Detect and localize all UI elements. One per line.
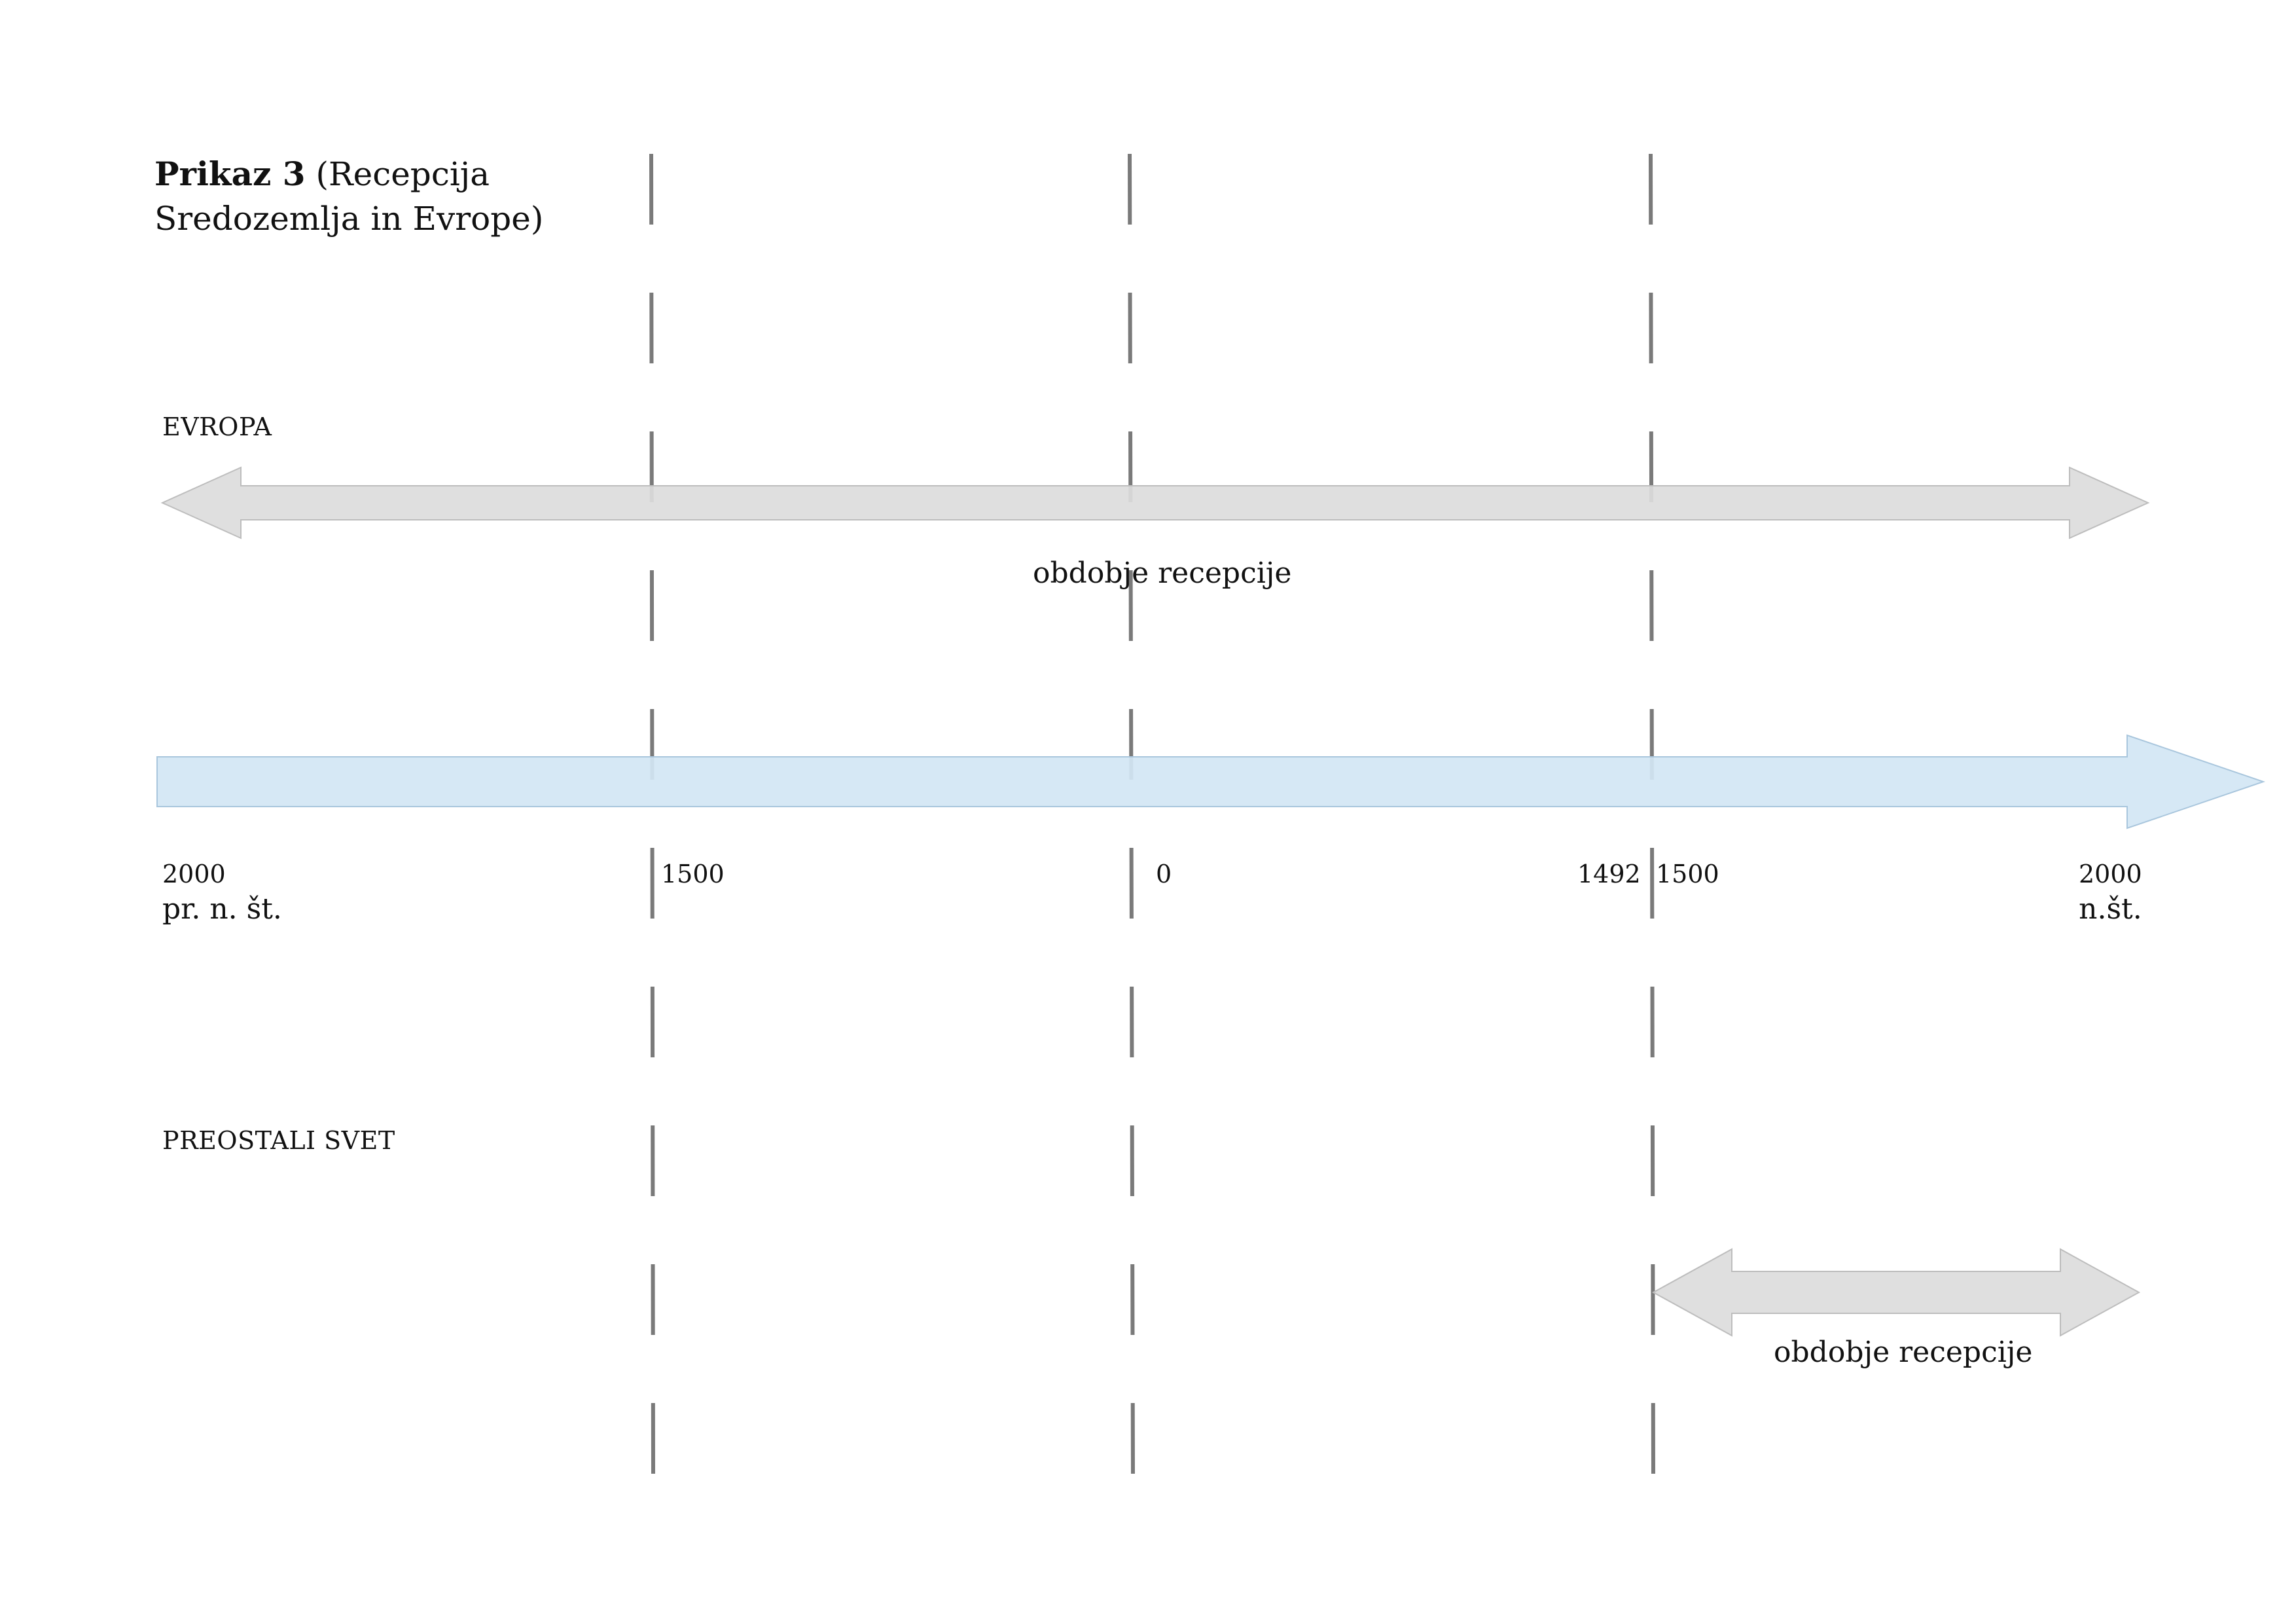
tick-label-1500-ad: 1500 [1656,860,1719,888]
tick-label-0: 0 [1156,860,1172,888]
rest-of-world-period-arrow [1651,1248,2141,1337]
tick-era-ad: n.št. [2079,892,2142,926]
marker-line-1492 [1649,153,1655,1480]
europe-period-label: obdobje recepcije [1033,556,1292,590]
rest-of-world-period-label: obdobje recepcije [1774,1336,2033,1369]
marker-line-year-0 [1128,153,1135,1480]
tick-era-bc: pr. n. št. [162,892,282,926]
tick-year-2000-bc: 2000 [162,860,226,888]
timeline-arrow [156,734,2266,830]
europe-period-arrow [160,466,2150,539]
section-label-europe: EVROPA [162,412,272,441]
tick-label-1500-bc: 1500 [661,860,725,888]
title-line-2: Sredozemlja in Evrope) [154,200,544,238]
marker-line-1500-bc [649,153,655,1480]
title-bold: Prikaz 3 [154,155,306,193]
tick-label-2000-bc: 2000 pr. n. št. [162,856,282,927]
tick-year-2000-ad: 2000 [2079,860,2142,888]
title-rest: (Recepcija [305,155,490,193]
section-label-rest-of-world: PREOSTALI SVET [162,1126,395,1155]
diagram-title: Prikaz 3 (Recepcija Sredozemlja in Evrop… [154,152,543,241]
tick-label-1492: 1492 [1577,860,1641,888]
tick-label-2000-ad: 2000 n.št. [2079,856,2142,927]
